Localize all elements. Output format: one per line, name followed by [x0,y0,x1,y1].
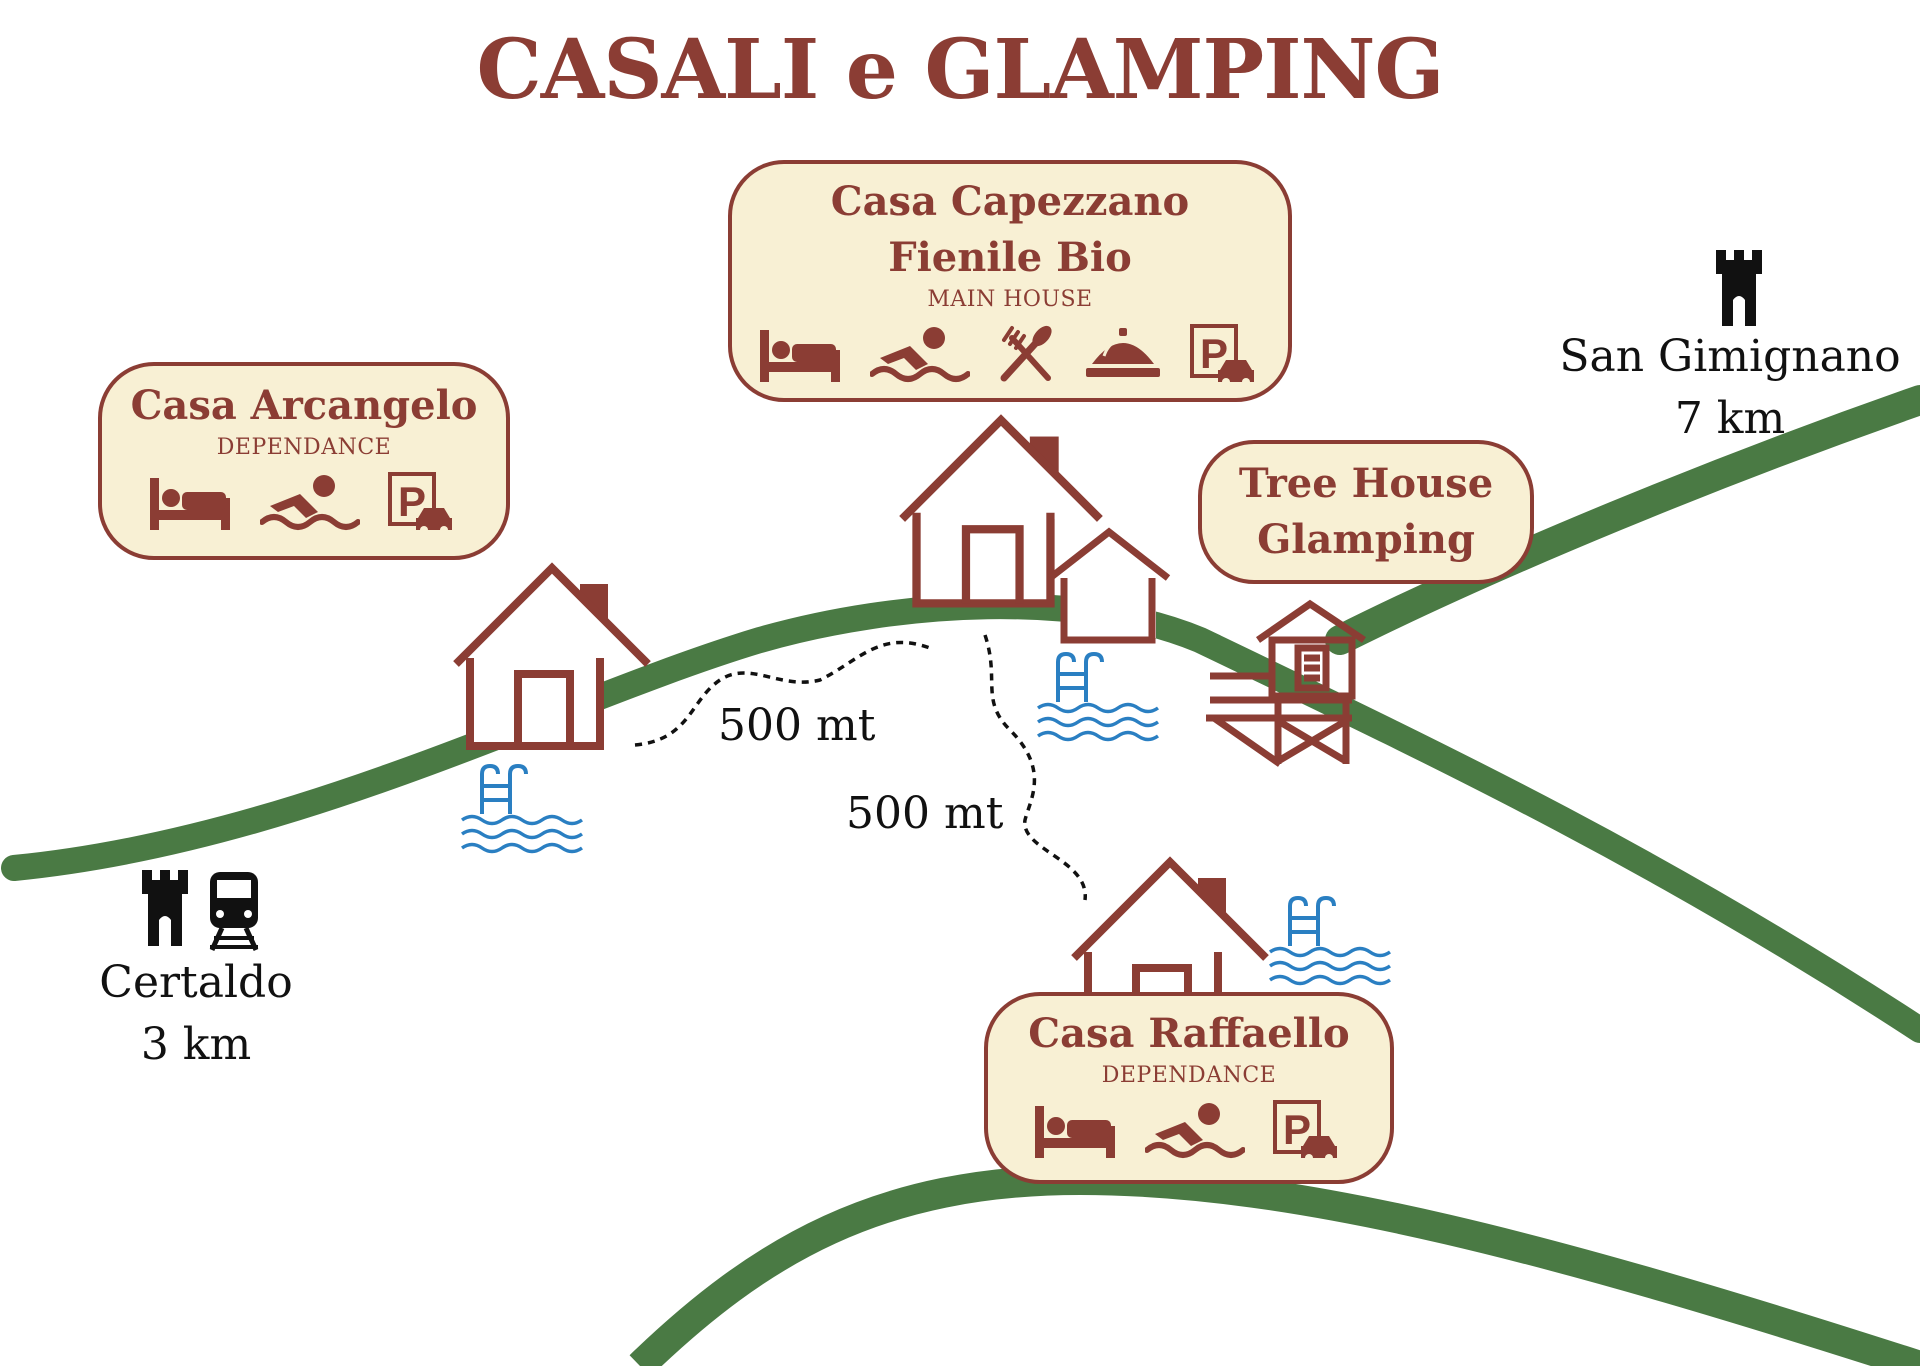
card-raffaello-name: Casa Raffaello [1028,1010,1350,1057]
san-gimignano-tower-icon [1716,250,1762,326]
distance-label-arcangelo-capezzano: 500 mt [718,700,876,751]
certaldo-distance: 3 km [140,1019,252,1070]
swimming-icon [870,324,970,384]
card-tree-house[interactable]: Tree House Glamping [1198,440,1534,584]
certaldo-name: Certaldo [99,957,293,1008]
pool-arcangelo-icon [460,764,584,854]
tree-house-icon[interactable] [1206,599,1366,767]
card-arcangelo-amenities [102,472,506,536]
parking-icon [388,472,454,536]
footpath-capezzano-raffaello [983,634,1087,901]
pool-raffaello-icon [1268,896,1392,986]
card-raffaello-amenities [988,1100,1390,1164]
card-raffaello-subtitle: DEPENDANCE [1101,1063,1277,1088]
house-arcangelo-icon[interactable] [456,568,648,746]
green-road-right [1325,385,1920,655]
card-treehouse-name-2: Glamping [1257,516,1475,563]
footpath-arcangelo-capezzano [634,640,931,747]
card-capezzano-name-2: Fienile Bio [888,234,1132,281]
parking-icon [1273,1100,1339,1164]
card-arcangelo-name: Casa Arcangelo [130,382,478,429]
card-casa-arcangelo[interactable]: Casa Arcangelo DEPENDANCE [98,362,510,560]
card-casa-capezzano[interactable]: Casa Capezzano Fienile Bio MAIN HOUSE [728,160,1292,402]
card-arcangelo-subtitle: DEPENDANCE [216,435,392,460]
san-gimignano-name: San Gimignano [1559,331,1901,382]
san-gimignano-distance: 7 km [1674,393,1786,444]
card-capezzano-subtitle: MAIN HOUSE [927,287,1093,312]
card-capezzano-amenities [732,324,1288,388]
restaurant-icon [998,324,1058,384]
card-capezzano-name-1: Casa Capezzano [830,178,1190,225]
green-road-lower [629,1164,1920,1366]
card-casa-raffaello[interactable]: Casa Raffaello DEPENDANCE [984,992,1394,1184]
bed-icon [1035,1106,1115,1158]
reception-bell-icon [1086,326,1162,379]
swimming-icon [1145,1100,1245,1160]
place-san-gimignano[interactable]: San Gimignano 7 km [1540,326,1920,450]
pool-capezzano-icon [1036,652,1160,742]
certaldo-tower-icon [142,870,188,946]
bed-icon [150,478,230,530]
distance-label-capezzano-raffaello: 500 mt [846,788,1004,839]
certaldo-train-icon [210,872,258,950]
place-certaldo[interactable]: Certaldo 3 km [76,952,316,1076]
house-capezzano-icon[interactable] [902,420,1171,644]
map-title: CASALI e GLAMPING [476,22,1444,118]
bed-icon [760,330,840,382]
card-treehouse-name-1: Tree House [1238,460,1494,507]
swimming-icon [260,472,360,532]
parking-icon [1190,324,1256,388]
